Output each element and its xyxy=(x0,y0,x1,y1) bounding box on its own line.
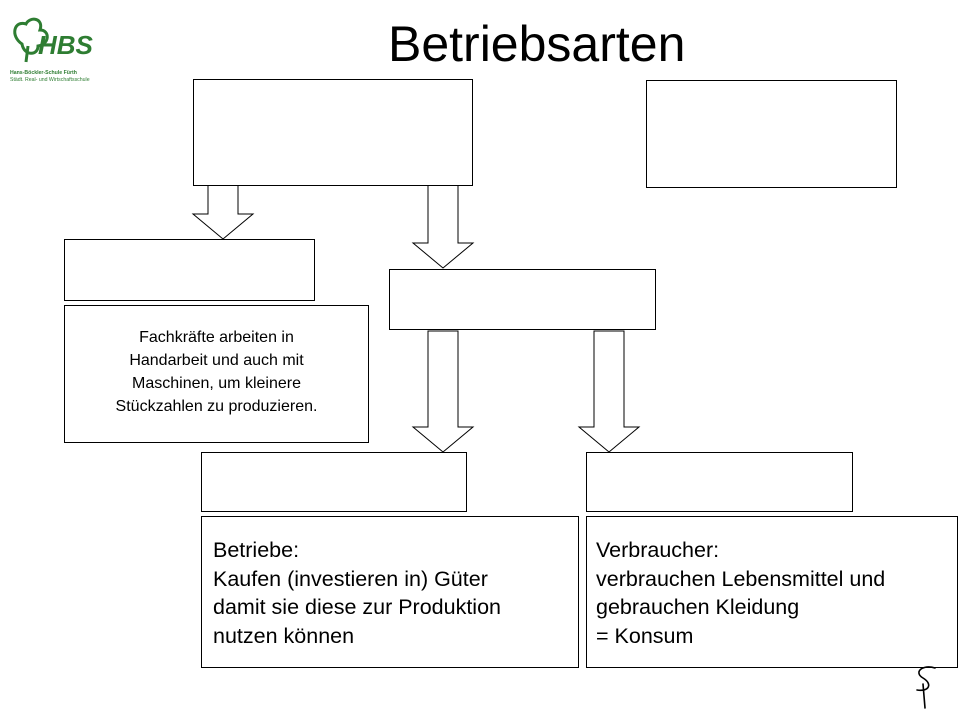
description-line: Stückzahlen zu produzieren. xyxy=(115,398,318,415)
box-bottom-right xyxy=(586,452,853,512)
description-line: Kaufen (investieren in) Güter xyxy=(213,566,488,591)
page-title: Betriebsarten xyxy=(388,16,686,72)
verbraucher-description-box: Verbraucher: verbrauchen Lebensmittel un… xyxy=(586,516,958,668)
arrow-down-icon xyxy=(577,330,641,453)
description-line: Handarbeit und auch mit xyxy=(129,352,304,369)
logo-line-2: Städt. Real- und Wirtschaftsschule xyxy=(10,77,90,83)
description-line: Betriebe: xyxy=(213,538,300,562)
description-line: damit sie diese zur Produktion xyxy=(213,595,502,619)
logo-letters: HBS xyxy=(38,30,94,60)
box-top-left xyxy=(193,79,473,186)
school-logo: HBS Hans-Böckler-Schule Fürth Städt. Rea… xyxy=(8,14,98,84)
arrow-down-icon xyxy=(411,330,475,453)
description-line: verbrauchen Lebensmittel und xyxy=(596,566,886,591)
description-line: nutzen können xyxy=(213,623,355,648)
box-bottom-left xyxy=(201,452,467,512)
box-middle-left xyxy=(64,239,315,301)
description-line: = Konsum xyxy=(596,623,694,648)
signature-icon xyxy=(916,666,936,709)
logo-line-1: Hans-Böckler-Schule Fürth xyxy=(10,70,77,76)
box-middle-center xyxy=(389,269,656,330)
betriebe-description-box: Betriebe: Kaufen (investieren in) Güter … xyxy=(201,516,579,668)
box-top-right xyxy=(646,80,897,188)
clover-logo-icon: HBS Hans-Böckler-Schule Fürth Städt. Rea… xyxy=(10,17,94,83)
description-line: Maschinen, um kleinere xyxy=(132,375,301,392)
description-line: Verbraucher: xyxy=(596,538,720,562)
description-line: gebrauchen Kleidung xyxy=(596,595,800,619)
handwerk-description-box: Fachkräfte arbeiten in Handarbeit und au… xyxy=(64,305,369,443)
description-line: Fachkräfte arbeiten in xyxy=(139,329,294,346)
